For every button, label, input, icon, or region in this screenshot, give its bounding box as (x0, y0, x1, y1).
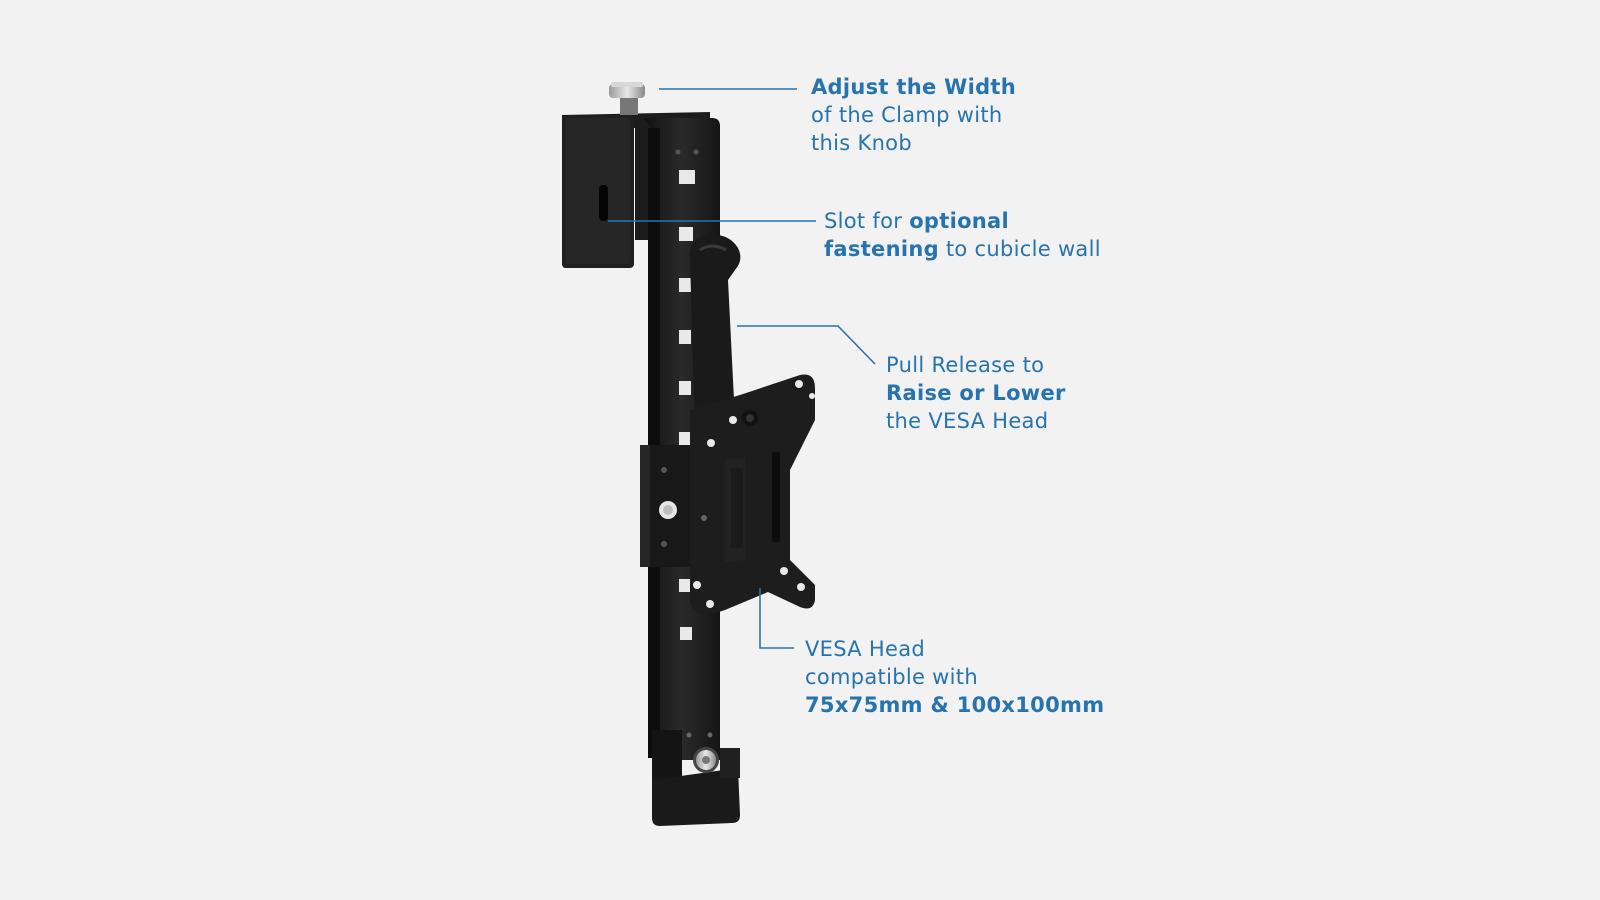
callout-release-line3: the VESA Head (886, 409, 1049, 433)
leader-vesa (759, 588, 794, 649)
vesa-head-plate (690, 374, 815, 615)
callout-vesa-bold: 75x75mm & 100x100mm (805, 693, 1105, 717)
callout-slot-bold2: fastening (824, 237, 939, 261)
callout-vesa: VESA Head compatible with 75x75mm & 100x… (805, 635, 1104, 719)
fastening-slot (599, 185, 608, 221)
callout-slot-pre: Slot for (824, 209, 910, 233)
callout-width-knob-title: Adjust the Width (811, 75, 1017, 99)
leader-lines (608, 88, 876, 649)
callout-slot-bold1: optional (909, 209, 1010, 233)
callout-vesa-line1: VESA Head (805, 637, 926, 661)
callout-release-line1: Pull Release to (886, 353, 1045, 377)
callout-slot-post: to cubicle wall (938, 237, 1101, 261)
leader-release (737, 325, 876, 365)
callout-release-bold: Raise or Lower (886, 381, 1066, 405)
callout-width-knob: Adjust the Width of the Clamp with this … (811, 73, 1016, 157)
callout-width-knob-line2: of the Clamp with (811, 103, 1003, 127)
release-lever (689, 234, 741, 430)
width-adjust-knob (609, 82, 645, 115)
callout-vesa-line2: compatible with (805, 665, 978, 689)
callout-fastening-slot: Slot for optional fastening to cubicle w… (824, 207, 1101, 263)
bottom-clamp (652, 730, 740, 826)
callout-width-knob-line3: this Knob (811, 131, 912, 155)
callout-release: Pull Release to Raise or Lower the VESA … (886, 351, 1066, 435)
